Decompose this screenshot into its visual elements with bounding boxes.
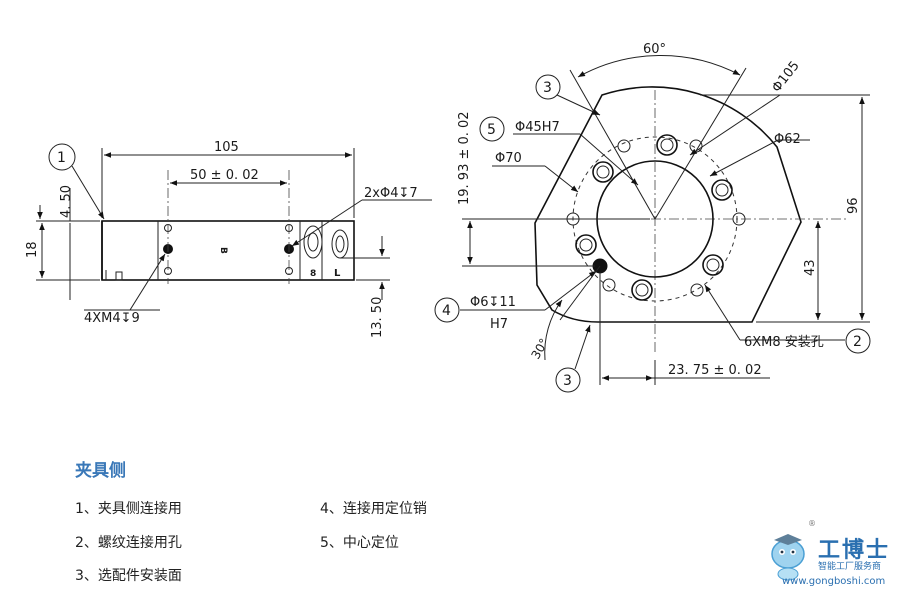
legend-title: 夹具侧 — [75, 461, 126, 481]
angle-30: 30° — [528, 336, 551, 361]
dia-105: Φ105 — [769, 59, 802, 96]
callout-5 — [479, 116, 505, 142]
pin-hole-spec: Φ6↧11 — [470, 295, 516, 310]
dia-62: Φ62 — [774, 132, 801, 147]
svg-text:2: 2 — [853, 334, 862, 350]
svg-text:3: 3 — [543, 80, 552, 96]
logo-registered-mark: ® — [808, 519, 816, 528]
legend-item-3: 3、选配件安装面 — [75, 568, 182, 584]
front-view-outline — [534, 86, 802, 323]
dim-4-50: 4. 50 — [59, 185, 74, 218]
callout-3-bottom — [555, 367, 581, 393]
dim-13-50: 13. 50 — [370, 297, 385, 338]
legend-item-1: 1、夹具侧连接用 — [75, 501, 182, 517]
svg-text:L: L — [334, 268, 341, 279]
svg-text:1: 1 — [57, 150, 66, 166]
svg-text:4: 4 — [442, 303, 451, 319]
side-view: 8 L B 105 50 ± 0. 02 1 4. 50 18 2xΦ4↧7 4… — [25, 140, 432, 338]
mount-holes-spec: 6XM8 安装孔 — [744, 335, 824, 350]
dim-18: 18 — [25, 241, 40, 258]
hole-callout-4x: 4XM4↧9 — [84, 311, 140, 326]
pin-fit: H7 — [490, 317, 508, 332]
front-view: 60° Φ105 Φ62 3 5 Φ45H7 Φ70 19. 93 ± 0. 0… — [434, 42, 871, 393]
callout-3-top — [535, 74, 561, 100]
legend-item-2: 2、螺纹连接用孔 — [75, 535, 182, 551]
dia-45h7: Φ45H7 — [515, 120, 560, 135]
svg-text:3: 3 — [563, 373, 572, 389]
callout-1 — [48, 143, 76, 171]
brand-logo-icon — [771, 534, 805, 581]
logo-url: www.gongboshi.com — [782, 576, 886, 587]
dim-50: 50 ± 0. 02 — [190, 168, 259, 183]
dim-19-93: 19. 93 ± 0. 02 — [457, 111, 472, 205]
logo-name: 工博士 — [818, 538, 891, 563]
svg-text:5: 5 — [487, 122, 496, 138]
legend-item-5: 5、中心定位 — [320, 535, 399, 551]
end-mark-8: 8 — [310, 269, 316, 279]
callout-2 — [845, 328, 871, 354]
logo-tagline: 智能工厂服务商 — [818, 562, 882, 572]
angle-60: 60° — [643, 42, 666, 57]
hole-callout-2x: 2xΦ4↧7 — [364, 186, 418, 201]
dim-96: 96 — [846, 197, 861, 214]
technical-drawing: 8 L B 105 50 ± 0. 02 1 4. 50 18 2xΦ4↧7 4… — [25, 42, 871, 393]
legend-item-4: 4、连接用定位销 — [320, 501, 427, 517]
dim-105: 105 — [214, 140, 239, 155]
callout-4 — [434, 297, 460, 323]
side-mark-b: B — [218, 247, 228, 254]
dim-43: 43 — [803, 259, 818, 276]
dia-70: Φ70 — [495, 151, 522, 166]
dim-23-75: 23. 75 ± 0. 02 — [668, 363, 762, 378]
